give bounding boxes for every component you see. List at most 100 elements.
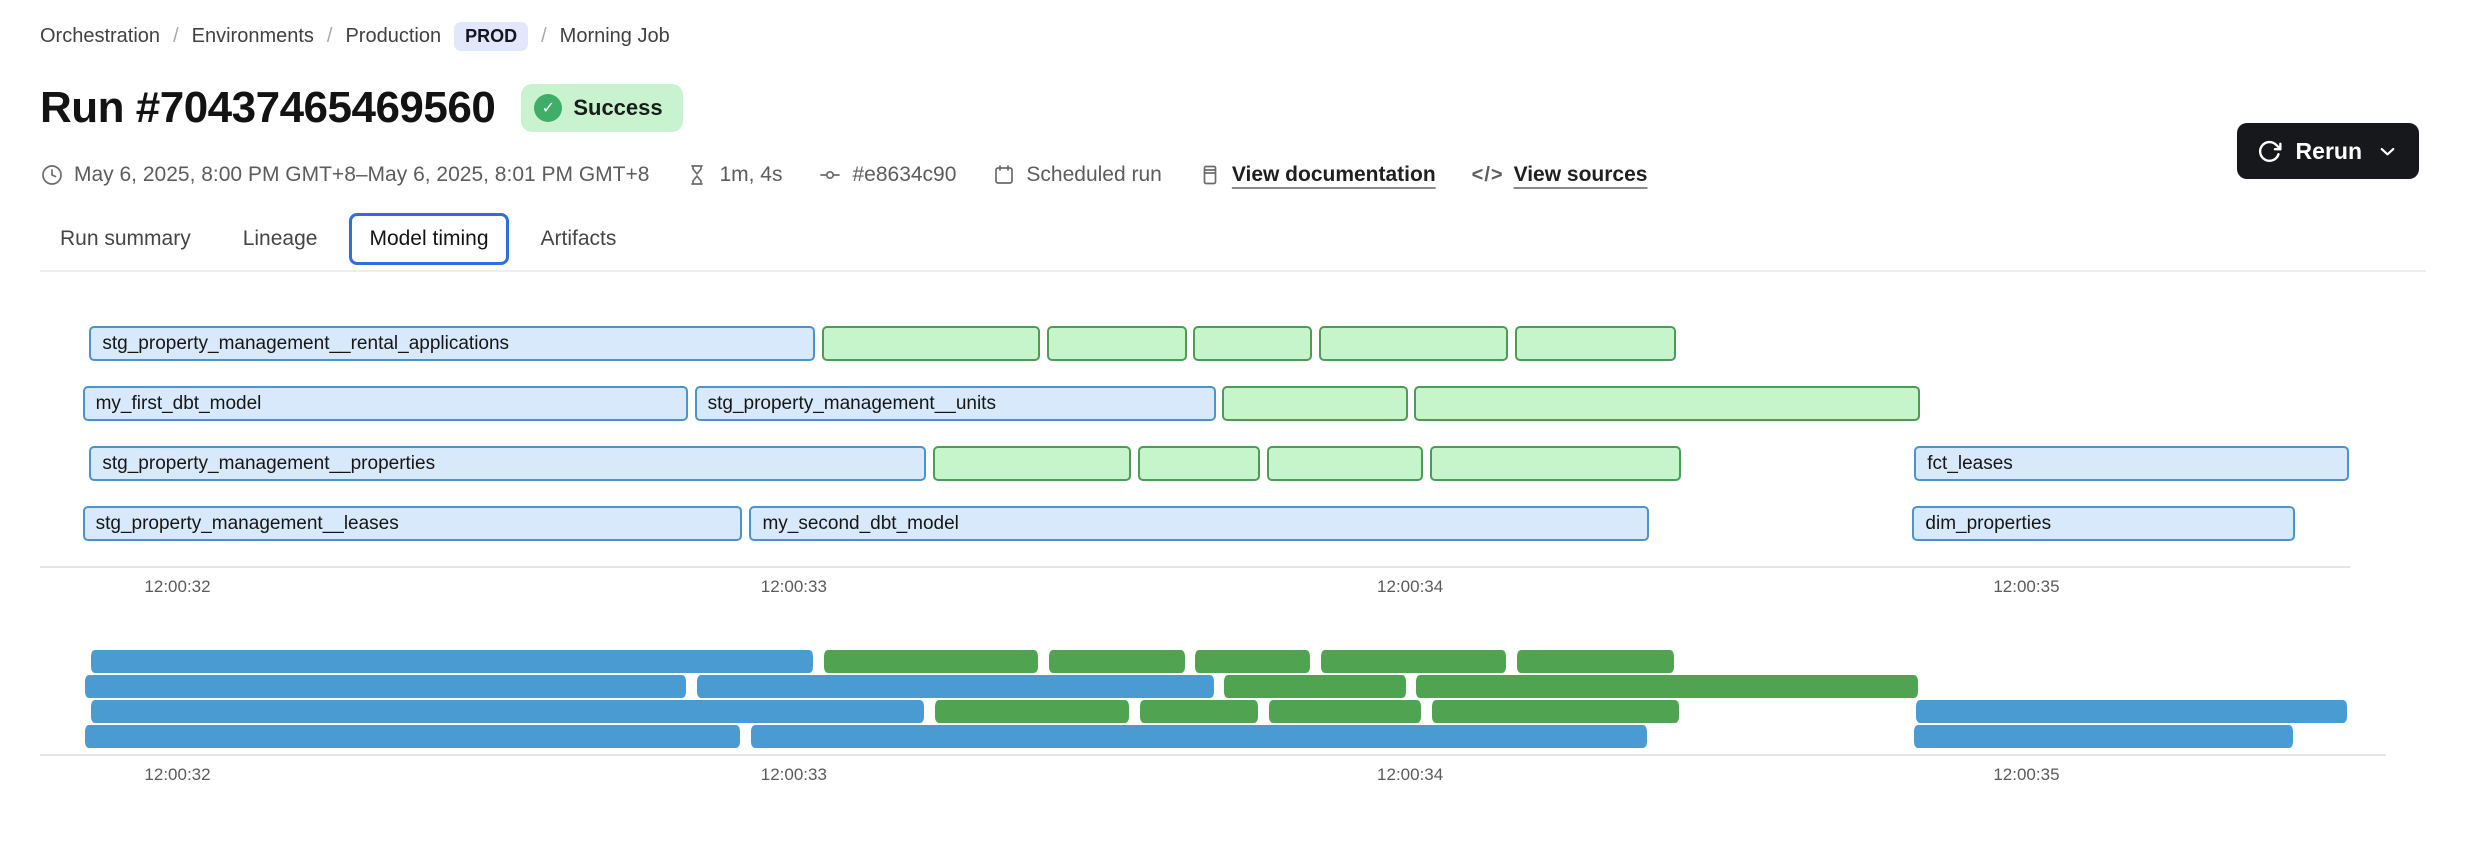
gantt-bar-label: stg_property_management__leases xyxy=(95,512,399,534)
gantt-bar-green[interactable] xyxy=(1137,446,1261,481)
run-duration: 1m, 4s xyxy=(685,163,782,187)
gantt-bar-green[interactable] xyxy=(821,326,1041,361)
status-label: Success xyxy=(573,95,663,120)
axis-tick-label: 12:00:33 xyxy=(760,765,827,784)
tab-run-summary[interactable]: Run summary xyxy=(60,227,191,250)
axis-tick-label: 12:00:34 xyxy=(1377,765,1444,784)
calendar-icon xyxy=(995,165,1014,184)
gantt-bar-green[interactable] xyxy=(1514,326,1677,361)
minimap-bar-green[interactable] xyxy=(821,650,1041,673)
clock-icon xyxy=(42,165,62,185)
gantt-lane: stg_property_management__properties fct_l… xyxy=(82,446,2350,481)
docs-icon xyxy=(1203,165,1217,185)
gantt-chart: stg_property_management__rental_applicat… xyxy=(82,326,2350,541)
minimap-bar-green[interactable] xyxy=(1414,675,1920,698)
minimap-bar-blue[interactable] xyxy=(82,725,743,748)
minimap-bar-green[interactable] xyxy=(1193,650,1313,673)
axis-tick-label: 12:00:35 xyxy=(1993,765,2060,784)
gantt-bar-label: stg_property_management__units xyxy=(707,392,996,414)
minimap-lane xyxy=(82,650,2350,673)
tabs: Run summary Lineage Model timing Artifac… xyxy=(40,213,2426,272)
gantt-bar-blue[interactable]: my_second_dbt_model xyxy=(749,506,1649,541)
gantt-bar-label: fct_leases xyxy=(1927,452,2013,474)
rerun-button-label: Rerun xyxy=(2295,137,2362,164)
gantt-bar-blue[interactable]: stg_property_management__leases xyxy=(82,506,743,541)
gantt-bar-blue[interactable]: stg_property_management__units xyxy=(694,386,1216,421)
gantt-bar-blue[interactable]: stg_property_management__rental_applicat… xyxy=(89,326,815,361)
view-sources-link[interactable]: View sources xyxy=(1513,163,1648,186)
gantt-lane: stg_property_management__rental_applicat… xyxy=(82,326,2350,361)
minimap-bar-green[interactable] xyxy=(933,700,1131,723)
axis-tick-label: 12:00:34 xyxy=(1377,577,1444,596)
hourglass-icon xyxy=(691,165,704,185)
minimap-lane xyxy=(82,700,2350,723)
minimap-bar-green[interactable] xyxy=(1429,700,1681,723)
minimap-bar-green[interactable] xyxy=(1046,650,1188,673)
run-time-range-label: May 6, 2025, 8:00 PM GMT+8–May 6, 2025, … xyxy=(74,163,650,186)
minimap-bar-green[interactable] xyxy=(1137,700,1261,723)
gantt-bar-green[interactable] xyxy=(1414,386,1920,421)
axis-tick-label: 12:00:35 xyxy=(1993,577,2060,596)
view-documentation-link[interactable]: View documentation xyxy=(1231,163,1436,186)
gantt-bar-green[interactable] xyxy=(1267,446,1424,481)
timeline-minimap[interactable] xyxy=(82,650,2350,748)
tab-artifacts[interactable]: Artifacts xyxy=(540,227,617,250)
breadcrumb-separator: / xyxy=(541,25,547,47)
minimap-bar-blue[interactable] xyxy=(694,675,1216,698)
gantt-bar-label: dim_properties xyxy=(1925,512,2052,534)
minimap-bar-blue[interactable] xyxy=(1914,700,2350,723)
gantt-bar-green[interactable] xyxy=(1193,326,1313,361)
run-duration-label: 1m, 4s xyxy=(719,163,783,186)
title-row: Run #70437465469560 ✓ Success xyxy=(40,83,2426,133)
breadcrumb-separator: / xyxy=(326,25,333,47)
minimap-bar-blue[interactable] xyxy=(89,650,815,673)
gantt-lane: my_first_dbt_model stg_property_managemen… xyxy=(82,386,2350,421)
view-documentation[interactable]: View documentation xyxy=(1198,163,1436,187)
environment-badge: PROD xyxy=(454,22,529,51)
gantt-bar-blue[interactable]: dim_properties xyxy=(1912,506,2295,541)
gantt-bar-blue[interactable]: stg_property_management__properties xyxy=(89,446,927,481)
run-meta-row: May 6, 2025, 8:00 PM GMT+8–May 6, 2025, … xyxy=(40,163,2426,187)
tab-lineage[interactable]: Lineage xyxy=(242,227,318,250)
gantt-bar-blue[interactable]: fct_leases xyxy=(1914,446,2350,481)
gantt-bar-label: my_first_dbt_model xyxy=(95,392,262,414)
minimap-bar-green[interactable] xyxy=(1222,675,1409,698)
refresh-icon xyxy=(2258,140,2282,162)
rerun-button[interactable]: Rerun xyxy=(2236,123,2419,179)
minimap-bar-blue[interactable] xyxy=(89,700,927,723)
gantt-lane: stg_property_management__leases my_second… xyxy=(82,506,2350,541)
minimap-bar-green[interactable] xyxy=(1267,700,1424,723)
minimap-lane xyxy=(82,725,2350,748)
minimap-bar-blue[interactable] xyxy=(749,725,1649,748)
minimap-bar-blue[interactable] xyxy=(1912,725,2295,748)
gantt-bar-blue[interactable]: my_first_dbt_model xyxy=(82,386,688,421)
gantt-bar-green[interactable] xyxy=(1429,446,1681,481)
gantt-bar-green[interactable] xyxy=(1046,326,1188,361)
minimap-lane xyxy=(82,675,2350,698)
run-time-range: May 6, 2025, 8:00 PM GMT+8–May 6, 2025, … xyxy=(40,163,649,187)
breadcrumb-item-production[interactable]: Production xyxy=(345,25,442,47)
minimap-bar-green[interactable] xyxy=(1318,650,1509,673)
breadcrumb: Orchestration / Environments / Productio… xyxy=(40,0,2426,51)
gantt-bar-green[interactable] xyxy=(933,446,1131,481)
tab-model-timing[interactable]: Model timing xyxy=(349,213,509,265)
gantt-bar-green[interactable] xyxy=(1318,326,1509,361)
view-sources[interactable]: </> View sources xyxy=(1472,163,1648,187)
gantt-bar-label: stg_property_management__rental_applicat… xyxy=(102,332,510,354)
check-circle-icon: ✓ xyxy=(534,94,563,122)
breadcrumb-item-environments[interactable]: Environments xyxy=(191,25,314,47)
breadcrumb-item-orchestration[interactable]: Orchestration xyxy=(40,25,161,47)
run-trigger: Scheduled run xyxy=(992,163,1162,187)
minimap-bar-green[interactable] xyxy=(1514,650,1677,673)
breadcrumb-separator: / xyxy=(173,25,179,47)
axis-line xyxy=(40,754,2386,756)
gantt-bar-green[interactable] xyxy=(1222,386,1409,421)
axis-tick-label: 12:00:32 xyxy=(144,577,211,596)
model-timing-chart: stg_property_management__rental_applicat… xyxy=(40,326,2386,798)
minimap-bar-blue[interactable] xyxy=(82,675,688,698)
gantt-bar-label: my_second_dbt_model xyxy=(762,512,959,534)
code-icon: </> xyxy=(1471,163,1504,186)
